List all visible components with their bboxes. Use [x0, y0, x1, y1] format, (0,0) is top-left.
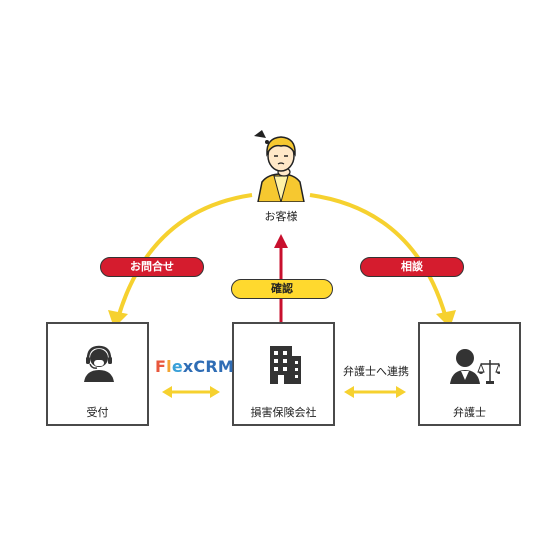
confirmation-arrowhead [274, 234, 288, 248]
lawyer-link-label: 弁護士へ連携 [343, 365, 409, 378]
lawyer-box: 弁護士 [418, 322, 521, 426]
reception-insurance-head-left [162, 386, 172, 398]
flexcrm-logo-letter: l [166, 357, 172, 376]
reception-label: 受付 [86, 406, 109, 419]
insurance-lawyer-head-left [344, 386, 354, 398]
inquiry-label: お問合せ [100, 257, 204, 277]
flexcrm-logo-letter: F [155, 357, 167, 376]
flexcrm-logo: FlexCRM [155, 357, 234, 376]
reception-box: 受付 [46, 322, 149, 426]
consultation-arrow [309, 193, 448, 319]
lawyer-scales-icon [448, 344, 503, 384]
office-building-icon [267, 344, 303, 384]
flexcrm-logo-part2: CRM [193, 357, 235, 376]
reception-insurance-head-right [210, 386, 220, 398]
consultation-label: 相談 [360, 257, 464, 277]
flexcrm-logo-part1: Flex [155, 357, 193, 376]
lawyer-label: 弁護士 [453, 406, 486, 419]
flexcrm-logo-letter: x [182, 357, 194, 376]
flexcrm-logo-letter: e [171, 357, 183, 376]
customer-label: お客様 [264, 210, 298, 223]
worried-customer-icon [248, 122, 314, 204]
headset-operator-icon [82, 344, 116, 382]
inquiry-arrow [116, 193, 253, 319]
insurance-label: 損害保険会社 [250, 406, 317, 419]
insurance-box: 損害保険会社 [232, 322, 335, 426]
confirmation-label: 確認 [231, 279, 333, 299]
insurance-lawyer-head-right [396, 386, 406, 398]
